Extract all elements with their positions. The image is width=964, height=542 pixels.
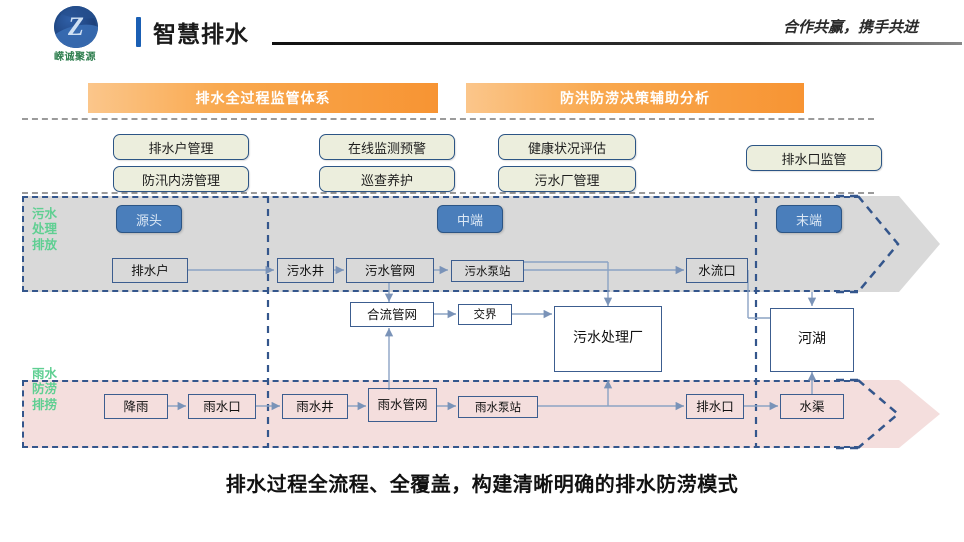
stage-badge-end[interactable]: 末端: [776, 205, 842, 233]
band-label-rain-l2: 防涝: [32, 381, 58, 397]
node-river-lake[interactable]: 河湖: [770, 308, 854, 372]
band-label-sewage-l1: 污水: [32, 206, 58, 221]
stage-badge-source[interactable]: 源头: [116, 205, 182, 233]
banner-supervision-system: 排水全过程监管体系: [88, 83, 438, 113]
node-channel[interactable]: 水渠: [780, 394, 844, 419]
band-rain-arrowhead: [858, 380, 940, 448]
tag-wwtp-management[interactable]: 污水厂管理: [498, 166, 636, 192]
node-drainage-user[interactable]: 排水户: [112, 258, 188, 283]
slide-header: Z 嵘诚聚源 智慧排水 合作共赢，携手共进: [0, 0, 964, 63]
band-label-sewage-l2: 处理: [32, 221, 58, 237]
band-label-sewage-l3: 排放: [32, 236, 58, 252]
company-logo: Z 嵘诚聚源: [42, 6, 108, 63]
header-divider: [272, 42, 962, 45]
tag-flood-waterlog-mgmt[interactable]: 防汛内涝管理: [113, 166, 249, 192]
page-title: 智慧排水: [153, 22, 249, 48]
page-title-group: 智慧排水: [136, 14, 249, 50]
node-sewage-well[interactable]: 污水井: [277, 258, 334, 283]
tag-inspection-maint[interactable]: 巡查养护: [319, 166, 455, 192]
band-label-sewage: 污水 处理 排放: [32, 206, 72, 252]
node-wwtp[interactable]: 污水处理厂: [554, 306, 662, 372]
band-label-rain-l3: 排捞: [32, 396, 58, 412]
node-water-outlet[interactable]: 水流口: [686, 258, 748, 283]
tag-outfall-supervision[interactable]: 排水口监管: [746, 145, 882, 171]
node-rain-pump[interactable]: 雨水泵站: [458, 396, 538, 418]
stage-badge-middle[interactable]: 中端: [437, 205, 503, 233]
node-junction[interactable]: 交界: [458, 304, 512, 325]
band-label-rain: 雨水 防涝 排捞: [32, 366, 72, 412]
tag-drainage-user-mgmt[interactable]: 排水户管理: [113, 134, 249, 160]
capability-tag-row: [22, 118, 874, 194]
logo-mark-icon: Z: [54, 6, 98, 48]
band-sewage-arrowhead: [858, 196, 940, 292]
logo-letter: Z: [68, 12, 84, 41]
logo-wordmark: 嵘诚聚源: [54, 52, 96, 63]
node-sewage-pump[interactable]: 污水泵站: [451, 260, 524, 282]
banner-flood-analysis: 防洪防涝决策辅助分析: [466, 83, 804, 113]
node-rain-well[interactable]: 雨水井: [282, 394, 348, 419]
node-combined-pipe-net[interactable]: 合流管网: [350, 302, 434, 327]
title-accent-bar: [136, 17, 141, 47]
node-sewage-pipe-net[interactable]: 污水管网: [346, 258, 434, 283]
header-slogan: 合作共赢，携手共进: [782, 18, 918, 36]
band-label-rain-l1: 雨水: [32, 366, 58, 381]
tag-health-assessment[interactable]: 健康状况评估: [498, 134, 636, 160]
tag-online-monitoring[interactable]: 在线监测预警: [319, 134, 455, 160]
node-rain-pipe-net[interactable]: 雨水管网: [368, 388, 437, 422]
node-rainfall[interactable]: 降雨: [104, 394, 168, 419]
slide-caption: 排水过程全流程、全覆盖，构建清晰明确的排水防涝模式: [225, 472, 739, 496]
node-drain-outfall[interactable]: 排水口: [686, 394, 744, 419]
node-rain-inlet[interactable]: 雨水口: [188, 394, 256, 419]
band-rain-body: [22, 380, 860, 448]
